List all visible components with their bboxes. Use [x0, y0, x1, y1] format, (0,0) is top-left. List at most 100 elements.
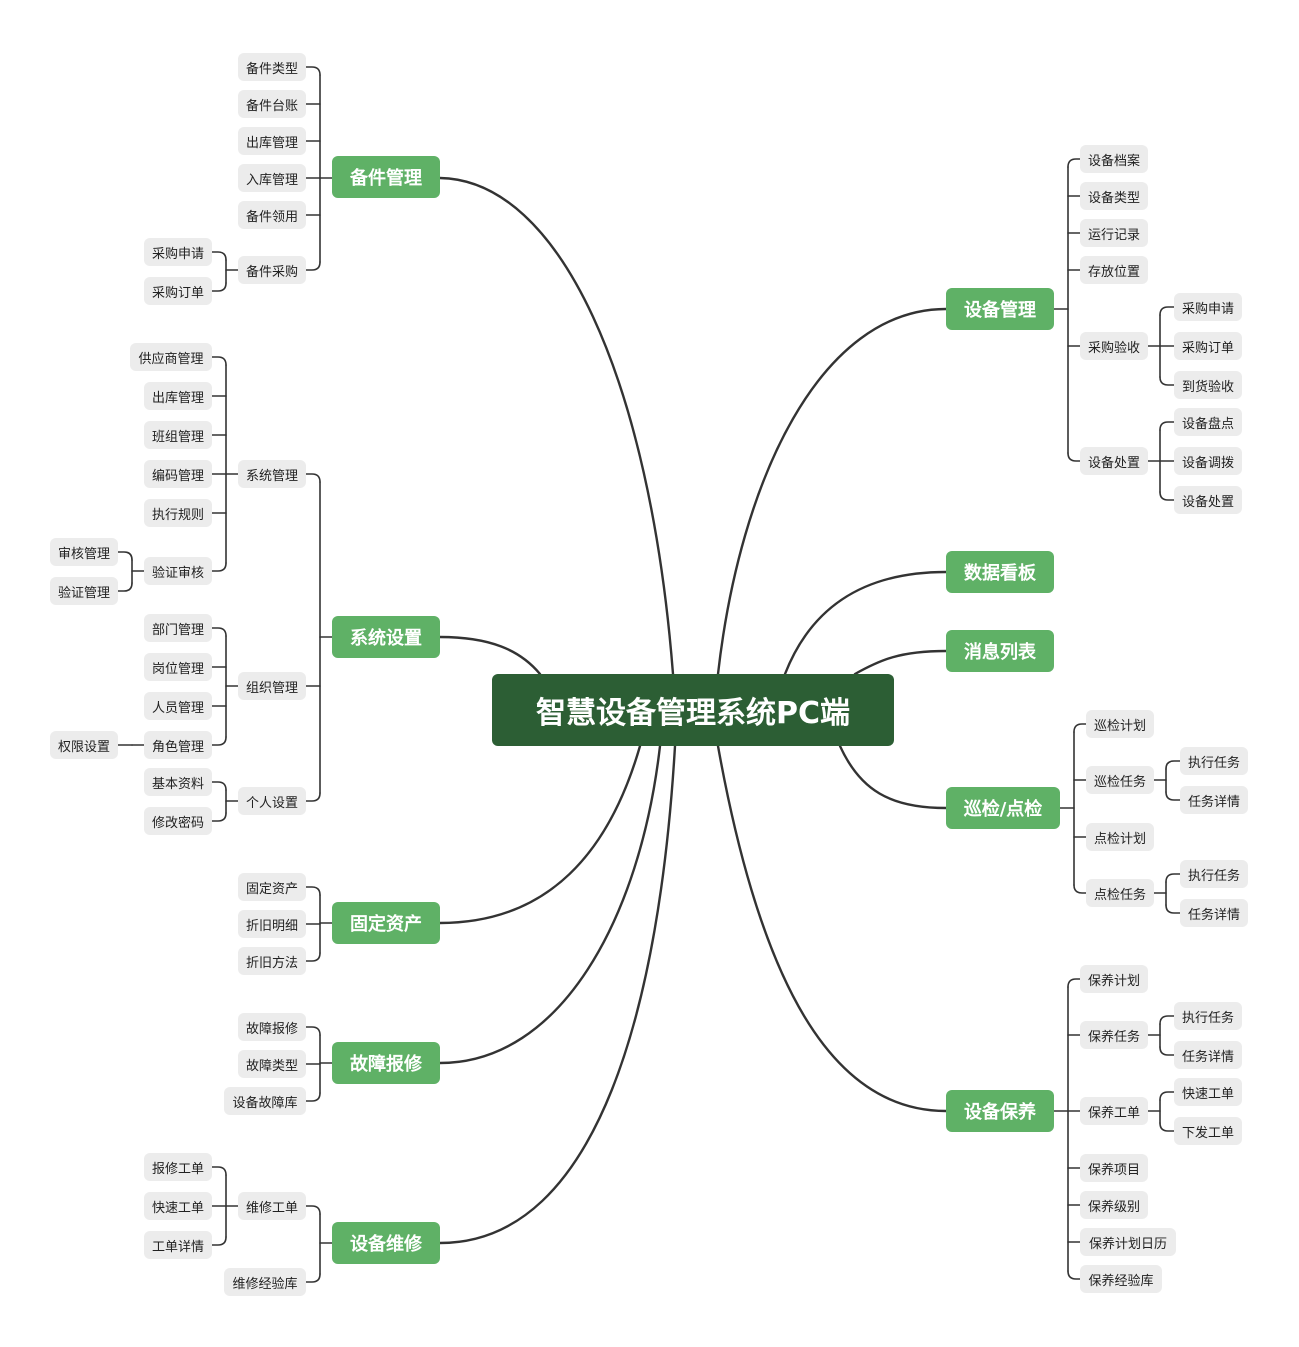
bracket-org-mgmt-branch-0	[211, 627, 227, 637]
leaf-outbound-mgmt: 出库管理	[144, 382, 212, 410]
leaf-spare-use: 备件领用	[238, 201, 306, 229]
leaf-eq-purchase-order: 采购订单	[1174, 332, 1242, 360]
curve-spare-parts	[438, 176, 675, 676]
leaf-outbound: 出库管理	[238, 127, 306, 155]
leaf-depreciation-detail: 折旧明细	[238, 910, 306, 938]
leaf-exec-rules: 执行规则	[144, 499, 212, 527]
leaf-purchase-order: 采购订单	[144, 277, 212, 305]
leaf-run-record: 运行记录	[1080, 219, 1148, 247]
bracket-system-settings-branch-0	[305, 473, 321, 483]
leaf-fault-library: 设备故障库	[224, 1087, 306, 1115]
leaf-depreciation-method: 折旧方法	[238, 947, 306, 975]
leaf-spare-type: 备件类型	[238, 53, 306, 81]
leaf-dept-mgmt: 部门管理	[144, 614, 212, 642]
leaf-patrol-execute: 执行任务	[1180, 747, 1248, 775]
leaf-permission-settings: 权限设置	[50, 731, 118, 759]
leaf-quick-order: 快速工单	[144, 1192, 212, 1220]
leaf-purchase-request: 采购申请	[144, 238, 212, 266]
leaf-upkeep-task: 保养任务	[1080, 1021, 1148, 1049]
leaf-equipment-disposal: 设备处置	[1080, 447, 1148, 475]
bracket-verify-audit-branch-1	[117, 582, 133, 592]
leaf-code-mgmt: 编码管理	[144, 460, 212, 488]
branch-equipment-upkeep: 设备保养	[946, 1090, 1054, 1132]
leaf-verify-audit: 验证审核	[144, 557, 212, 585]
center-topic: 智慧设备管理系统PC端	[492, 674, 894, 746]
leaf-org-mgmt: 组织管理	[238, 672, 306, 700]
leaf-equipment-type: 设备类型	[1080, 182, 1148, 210]
branch-fixed-assets: 固定资产	[332, 902, 440, 944]
leaf-upkeep-quick-order: 快速工单	[1174, 1078, 1242, 1106]
leaf-upkeep-detail: 任务详情	[1174, 1041, 1242, 1069]
leaf-spot-execute: 执行任务	[1180, 860, 1248, 888]
bracket-fault-report-branch-0	[305, 1026, 321, 1036]
leaf-repair-order: 维修工单	[238, 1192, 306, 1220]
bracket-disposal-branch-0	[1159, 421, 1175, 431]
leaf-audit-mgmt: 审核管理	[50, 538, 118, 566]
bracket-org-mgmt-branch-3	[211, 736, 227, 746]
leaf-upkeep-execute: 执行任务	[1174, 1002, 1242, 1030]
leaf-upkeep-plan: 保养计划	[1080, 965, 1148, 993]
bracket-spare-parts-branch-5	[305, 261, 321, 271]
branch-dashboard: 数据看板	[946, 551, 1054, 593]
branch-system-settings: 系统设置	[332, 616, 440, 658]
bracket-spare-purchase-branch-0	[211, 251, 227, 261]
bracket-equipment-repair-branch-0	[305, 1205, 321, 1215]
leaf-post-mgmt: 岗位管理	[144, 653, 212, 681]
bracket-upkeep-order-branch-0	[1159, 1091, 1175, 1101]
leaf-equipment-archive: 设备档案	[1080, 145, 1148, 173]
bracket-spare-parts-branch-0	[305, 66, 321, 76]
bracket-personal-branch-0	[211, 781, 227, 791]
bracket-equipment-repair-branch-1	[305, 1273, 321, 1283]
bracket-acceptance-branch-0	[1159, 306, 1175, 316]
leaf-role-mgmt: 角色管理	[144, 731, 212, 759]
bracket-personal-branch-1	[211, 812, 227, 822]
curve-message-list	[853, 649, 948, 676]
bracket-fault-report-branch-2	[305, 1092, 321, 1102]
leaf-spare-ledger: 备件台账	[238, 90, 306, 118]
bracket-repair-order-branch-0	[211, 1166, 227, 1176]
curve-equipment-upkeep	[716, 744, 948, 1113]
bracket-patrol-task-branch-0	[1165, 760, 1181, 770]
bracket-fixed-assets-branch-2	[305, 952, 321, 962]
branch-spare-parts: 备件管理	[332, 156, 440, 198]
leaf-spot-plan: 点检计划	[1086, 823, 1154, 851]
leaf-upkeep-calendar: 保养计划日历	[1080, 1228, 1176, 1256]
bracket-equipment-upkeep-branch-6	[1067, 1270, 1081, 1280]
leaf-equipment-transfer: 设备调拨	[1174, 447, 1242, 475]
bracket-system-mgmt-branch-5	[211, 562, 227, 572]
leaf-inbound: 入库管理	[238, 164, 306, 192]
leaf-system-mgmt: 系统管理	[238, 460, 306, 488]
leaf-upkeep-issue-order: 下发工单	[1174, 1117, 1242, 1145]
leaf-equipment-dispose: 设备处置	[1174, 486, 1242, 514]
bracket-spare-purchase-branch-1	[211, 282, 227, 292]
leaf-upkeep-level: 保养级别	[1080, 1191, 1148, 1219]
leaf-supplier-mgmt: 供应商管理	[130, 343, 212, 371]
leaf-fault-type: 故障类型	[238, 1050, 306, 1078]
leaf-upkeep-experience: 保养经验库	[1080, 1265, 1162, 1293]
leaf-patrol-detail: 任务详情	[1180, 786, 1248, 814]
branch-equipment-repair: 设备维修	[332, 1222, 440, 1264]
leaf-team-mgmt: 班组管理	[144, 421, 212, 449]
leaf-equipment-inventory: 设备盘点	[1174, 408, 1242, 436]
leaf-spare-purchase: 备件采购	[238, 256, 306, 284]
curve-system-settings	[438, 635, 542, 676]
bracket-inspection-branch-3	[1073, 884, 1087, 894]
curve-inspection	[838, 744, 948, 810]
bracket-repair-order-branch-2	[211, 1236, 227, 1246]
bracket-fixed-assets-branch-0	[305, 886, 321, 896]
leaf-staff-mgmt: 人员管理	[144, 692, 212, 720]
bracket-inspection-branch-0	[1073, 723, 1087, 733]
leaf-purchase-acceptance: 采购验收	[1080, 332, 1148, 360]
leaf-patrol-task: 巡检任务	[1086, 766, 1154, 794]
leaf-fault-report: 故障报修	[238, 1013, 306, 1041]
leaf-patrol-plan: 巡检计划	[1086, 710, 1154, 738]
curve-equipment-repair	[438, 744, 677, 1245]
leaf-upkeep-item: 保养项目	[1080, 1154, 1148, 1182]
curve-fixed-assets	[438, 744, 642, 925]
bracket-equipment-mgmt-branch-5	[1067, 452, 1081, 462]
leaf-eq-purchase-request: 采购申请	[1174, 293, 1242, 321]
bracket-upkeep-task-branch-1	[1159, 1046, 1175, 1056]
bracket-spot-task-branch-1	[1165, 904, 1181, 914]
bracket-equipment-mgmt-branch-0	[1067, 158, 1081, 168]
